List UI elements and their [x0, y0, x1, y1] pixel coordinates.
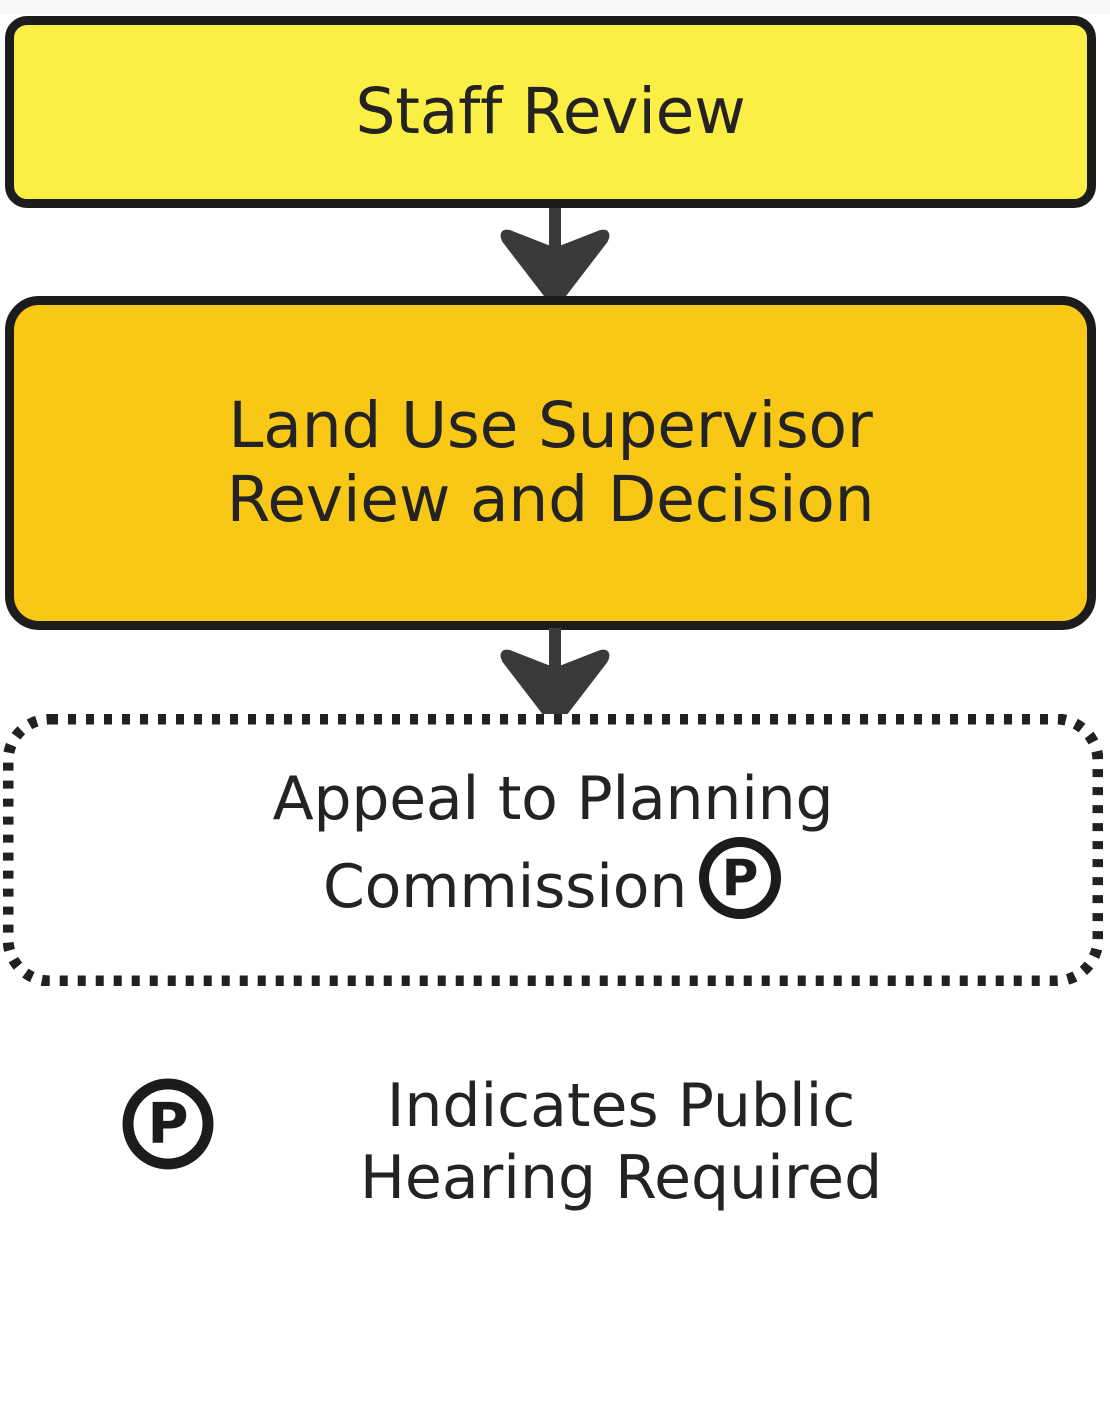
legend-line-2: Hearing Required: [359, 1143, 883, 1213]
top-edge-strip: [0, 0, 1110, 14]
legend-line-1: Indicates Public: [386, 1071, 856, 1141]
legend-public-hearing-badge-icon: P: [120, 1076, 216, 1176]
flow-node-staff-review[interactable]: Staff Review: [5, 16, 1096, 208]
land-use-line-1: Land Use Supervisor: [228, 388, 873, 462]
appeal-line-2: Commission: [322, 851, 688, 922]
public-hearing-badge-icon: P: [697, 835, 783, 937]
arrow-land-use-to-appeal: [497, 628, 613, 723]
appeal-line-1: Appeal to Planning: [272, 763, 834, 834]
badge-letter: P: [722, 849, 758, 907]
land-use-line-2: Review and Decision: [226, 463, 875, 536]
legend-badge-letter: P: [147, 1092, 188, 1157]
arrow-staff-review-to-land-use: [497, 208, 613, 303]
flow-node-staff-review-label: Staff Review: [355, 74, 746, 148]
